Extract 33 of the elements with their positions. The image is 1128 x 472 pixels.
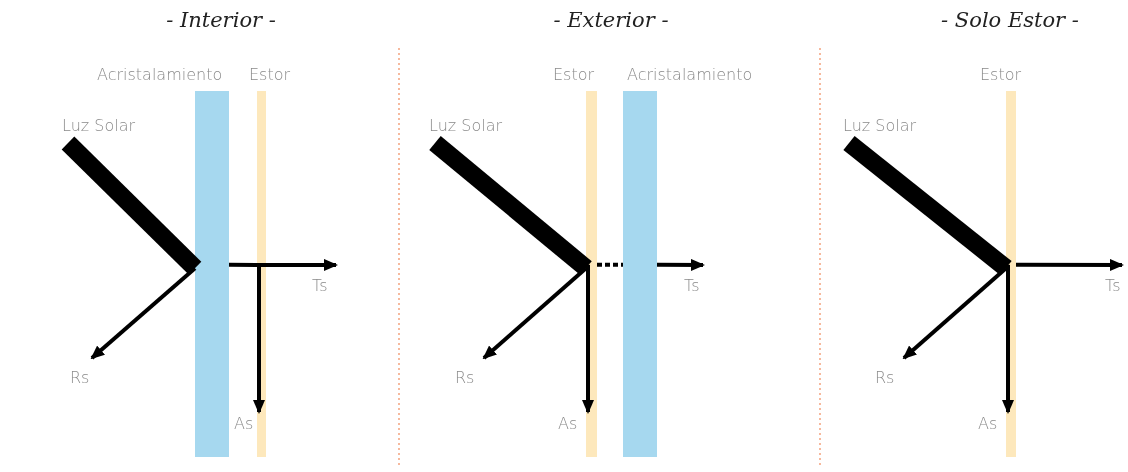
layer-label: Acristalamiento <box>627 66 753 84</box>
flux-label: Luz Solar <box>429 116 503 135</box>
flux-label: Ts <box>684 276 700 295</box>
flux-label: Luz Solar <box>62 116 136 135</box>
layer-label: Estor <box>980 66 1022 84</box>
flux-label: Ts <box>312 276 328 295</box>
arrow <box>90 266 197 360</box>
arrow <box>902 266 1008 360</box>
sunlight-beam <box>429 136 592 276</box>
flux-label: Rs <box>70 368 90 387</box>
panel-title: - Exterior - <box>553 8 669 32</box>
arrow <box>1002 264 1014 414</box>
flux-label: As <box>978 414 998 433</box>
arrow <box>253 264 265 414</box>
panel-title: - Solo Estor - <box>941 8 1079 32</box>
arrow <box>1016 259 1124 271</box>
layer-label: Acristalamiento <box>97 66 223 84</box>
sunlight-beam <box>61 136 202 275</box>
connector-line <box>597 262 623 267</box>
arrow <box>482 266 588 360</box>
flux-label: As <box>234 414 254 433</box>
layer-label: Estor <box>553 66 595 84</box>
flux-label: Rs <box>455 368 475 387</box>
layer-label: Estor <box>249 66 291 84</box>
arrow <box>657 258 705 271</box>
flux-label: Luz Solar <box>843 116 917 135</box>
panel-title: - Interior - <box>166 8 276 32</box>
flux-label: Ts <box>1105 276 1121 295</box>
flux-label: Rs <box>875 368 895 387</box>
arrow <box>229 259 338 271</box>
sunlight-beam <box>843 135 1012 276</box>
arrow <box>582 264 594 414</box>
flux-label: As <box>558 414 578 433</box>
